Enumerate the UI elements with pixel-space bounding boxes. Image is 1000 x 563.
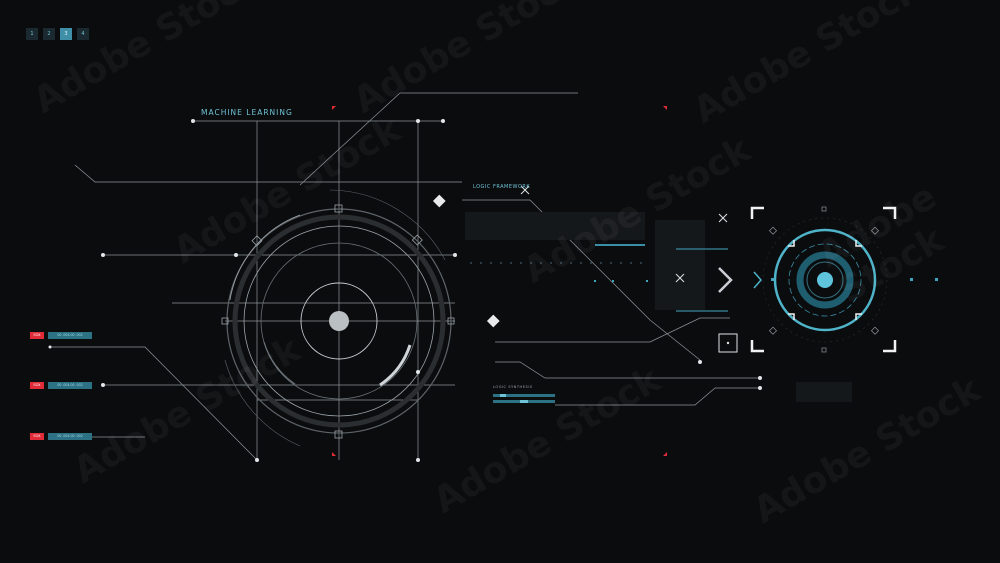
connector-line bbox=[495, 361, 760, 379]
connector-line bbox=[495, 317, 730, 343]
status-tag-value: 00 .004.00 .002 bbox=[48, 332, 92, 339]
page-box-2[interactable]: 2 bbox=[43, 28, 55, 40]
chevron-right-icon bbox=[753, 271, 762, 289]
page-box-4[interactable]: 4 bbox=[77, 28, 89, 40]
page-box-label: 3 bbox=[64, 31, 68, 37]
connector-line bbox=[50, 346, 258, 461]
status-tag-value: 00 .004.00 .002 bbox=[48, 382, 92, 389]
chevron-right-icon bbox=[718, 267, 733, 293]
status-tag: SOX 00 .004.00 .002 bbox=[30, 332, 92, 339]
square-target bbox=[718, 333, 738, 353]
x-mark bbox=[675, 273, 685, 283]
page-box-label: 4 bbox=[81, 31, 85, 37]
status-tag-code: SOX bbox=[30, 382, 44, 389]
status-tag-value: 00 .004.00 .002 bbox=[48, 433, 92, 440]
radar-core bbox=[817, 272, 833, 288]
square-marker bbox=[334, 430, 343, 439]
diamond-badge bbox=[486, 314, 500, 328]
page-box-1[interactable]: 1 bbox=[26, 28, 38, 40]
target-brackets bbox=[750, 206, 897, 353]
page-box-label: 1 bbox=[30, 31, 34, 37]
logic-framework-title: LOGIC FRAMEWORK bbox=[473, 184, 531, 190]
status-tag: SOX 00 .004.00 .002 bbox=[30, 433, 92, 440]
status-tag: SOX 00 .004.00 .002 bbox=[30, 382, 92, 389]
connector-line bbox=[299, 92, 578, 186]
connector-line bbox=[74, 164, 462, 183]
left-radar bbox=[224, 189, 452, 447]
radar-core bbox=[329, 311, 349, 331]
x-mark bbox=[520, 185, 530, 195]
machine-learning-title: MACHINE LEARNING bbox=[201, 108, 293, 117]
page-box-3[interactable]: 3 bbox=[60, 28, 72, 40]
diamond-marker bbox=[251, 235, 263, 247]
synthesis-bar bbox=[493, 394, 555, 403]
diamond-marker bbox=[411, 234, 423, 246]
page-box-label: 2 bbox=[47, 31, 51, 37]
square-marker bbox=[334, 204, 343, 213]
right-radar bbox=[762, 217, 888, 343]
square-marker bbox=[221, 317, 229, 325]
status-tag-code: SOX bbox=[30, 332, 44, 339]
x-mark bbox=[718, 213, 728, 223]
logic-synthesis-title: LOGIC SYNTHESIS bbox=[493, 385, 533, 389]
diamond-badge bbox=[432, 194, 446, 208]
status-tag-code: SOX bbox=[30, 433, 44, 440]
connector-line bbox=[462, 199, 701, 361]
square-marker bbox=[447, 317, 455, 325]
connector-line bbox=[555, 387, 760, 406]
